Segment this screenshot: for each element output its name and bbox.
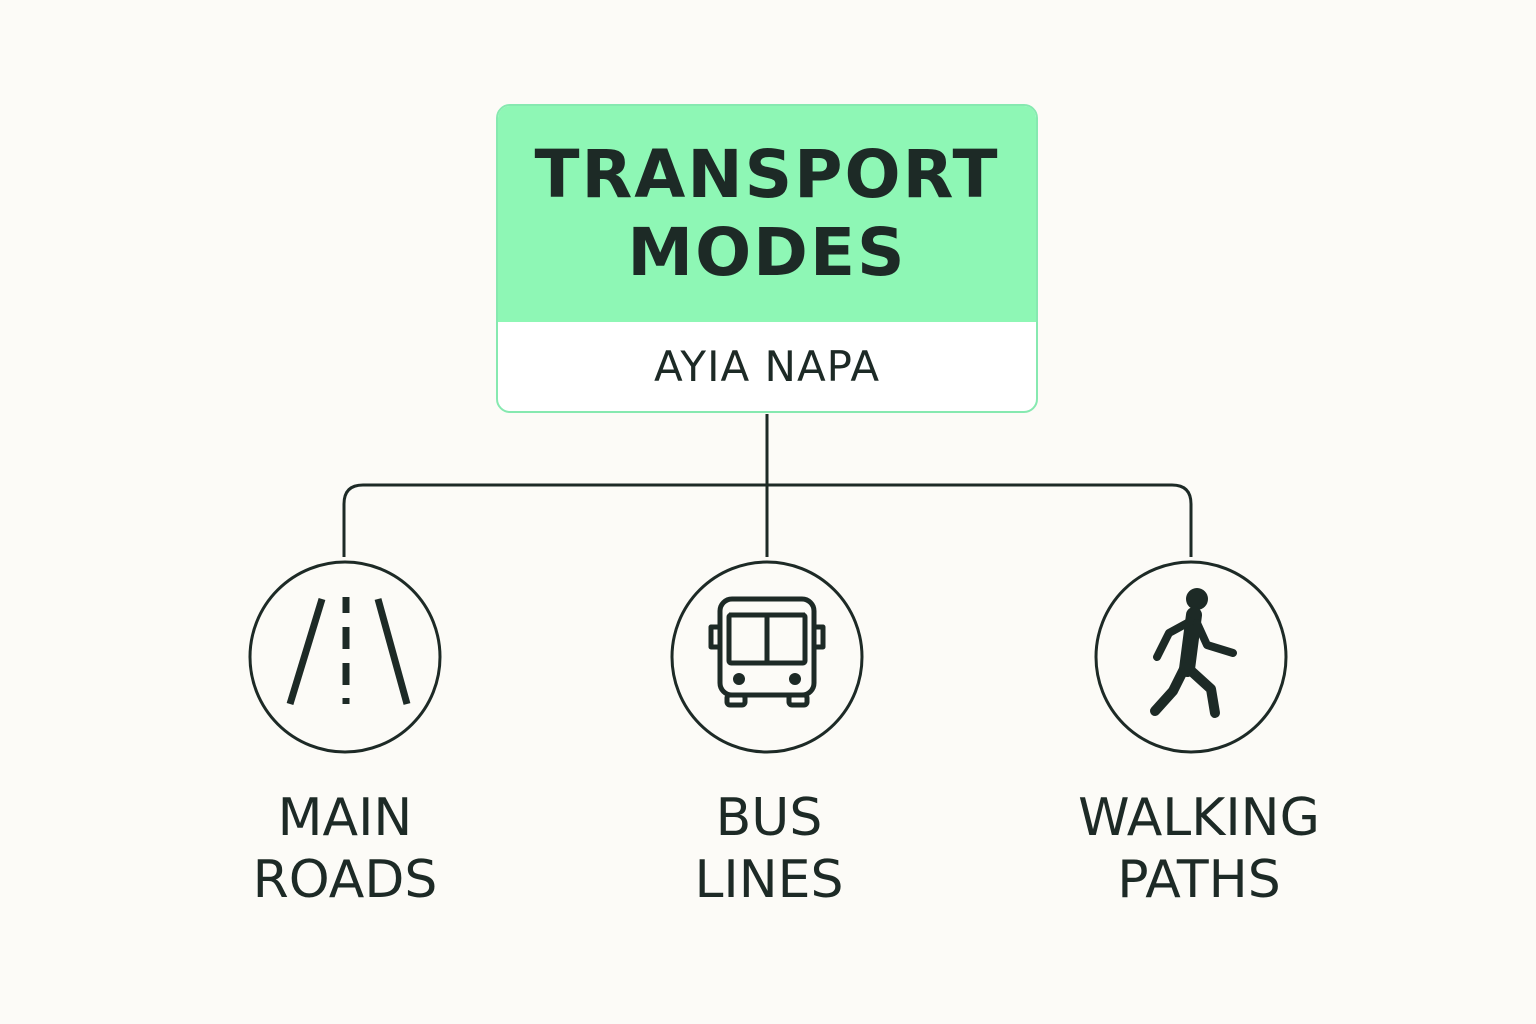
node-label-line: PATHS: [1117, 850, 1281, 910]
root-title: TRANSPORT MODES: [498, 106, 1036, 322]
node-label-line: WALKING: [1078, 788, 1320, 848]
bus-icon: [670, 560, 864, 754]
pedestrian-icon: [1094, 560, 1288, 754]
branch-connector: [342, 483, 1193, 557]
node-label-line: MAIN: [277, 788, 413, 848]
node-label-main-roads: MAIN ROADS: [165, 787, 525, 911]
node-label-bus-lines: BUS LINES: [589, 787, 949, 911]
node-label-walking-paths: WALKING PATHS: [1019, 787, 1379, 911]
root-title-line-1: TRANSPORT: [534, 136, 1000, 213]
road-icon: [248, 560, 442, 754]
node-label-line: BUS: [715, 788, 823, 848]
root-subtitle: AYIA NAPA: [653, 342, 881, 391]
node-label-line: ROADS: [252, 850, 438, 910]
node-label-line: LINES: [694, 850, 844, 910]
root-node: TRANSPORT MODES AYIA NAPA: [496, 104, 1038, 413]
root-title-line-2: MODES: [627, 214, 907, 291]
